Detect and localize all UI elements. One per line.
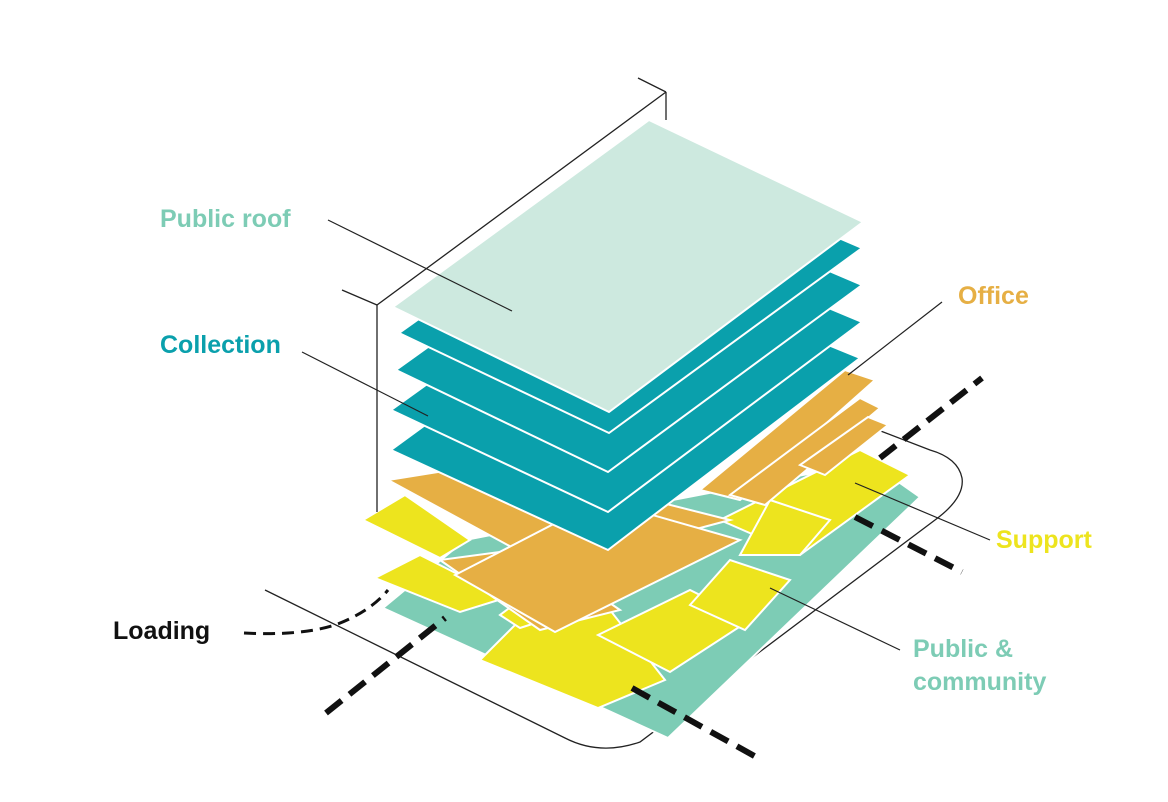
loading-label: Loading	[113, 617, 211, 645]
office-label: Office	[958, 282, 1029, 310]
leader-public-community	[769, 587, 901, 651]
leader-lines	[301, 219, 991, 651]
height-bracket	[341, 77, 667, 512]
leader-public-roof	[327, 219, 513, 312]
office-piece	[697, 368, 877, 502]
support-label: Support	[996, 526, 1092, 554]
leader-support	[854, 482, 991, 541]
leader-collection	[301, 351, 429, 417]
public-community-label-line1: Public &	[913, 635, 1014, 663]
public-roof-layer	[391, 118, 865, 414]
support-piece	[360, 493, 472, 560]
office-piece	[727, 396, 882, 507]
support-piece	[738, 498, 832, 556]
site-boundary	[264, 429, 963, 749]
support-layer	[360, 448, 912, 710]
public-roof-label: Public roof	[160, 205, 291, 233]
collection-label: Collection	[160, 331, 281, 359]
public-community-label-line2: community	[913, 668, 1047, 696]
support-piece	[688, 558, 792, 632]
leader-office	[847, 301, 943, 376]
loading-route	[243, 589, 390, 636]
road-lines	[324, 375, 984, 761]
public-community-label: Public & community	[913, 633, 1046, 699]
office-piece	[797, 415, 890, 477]
